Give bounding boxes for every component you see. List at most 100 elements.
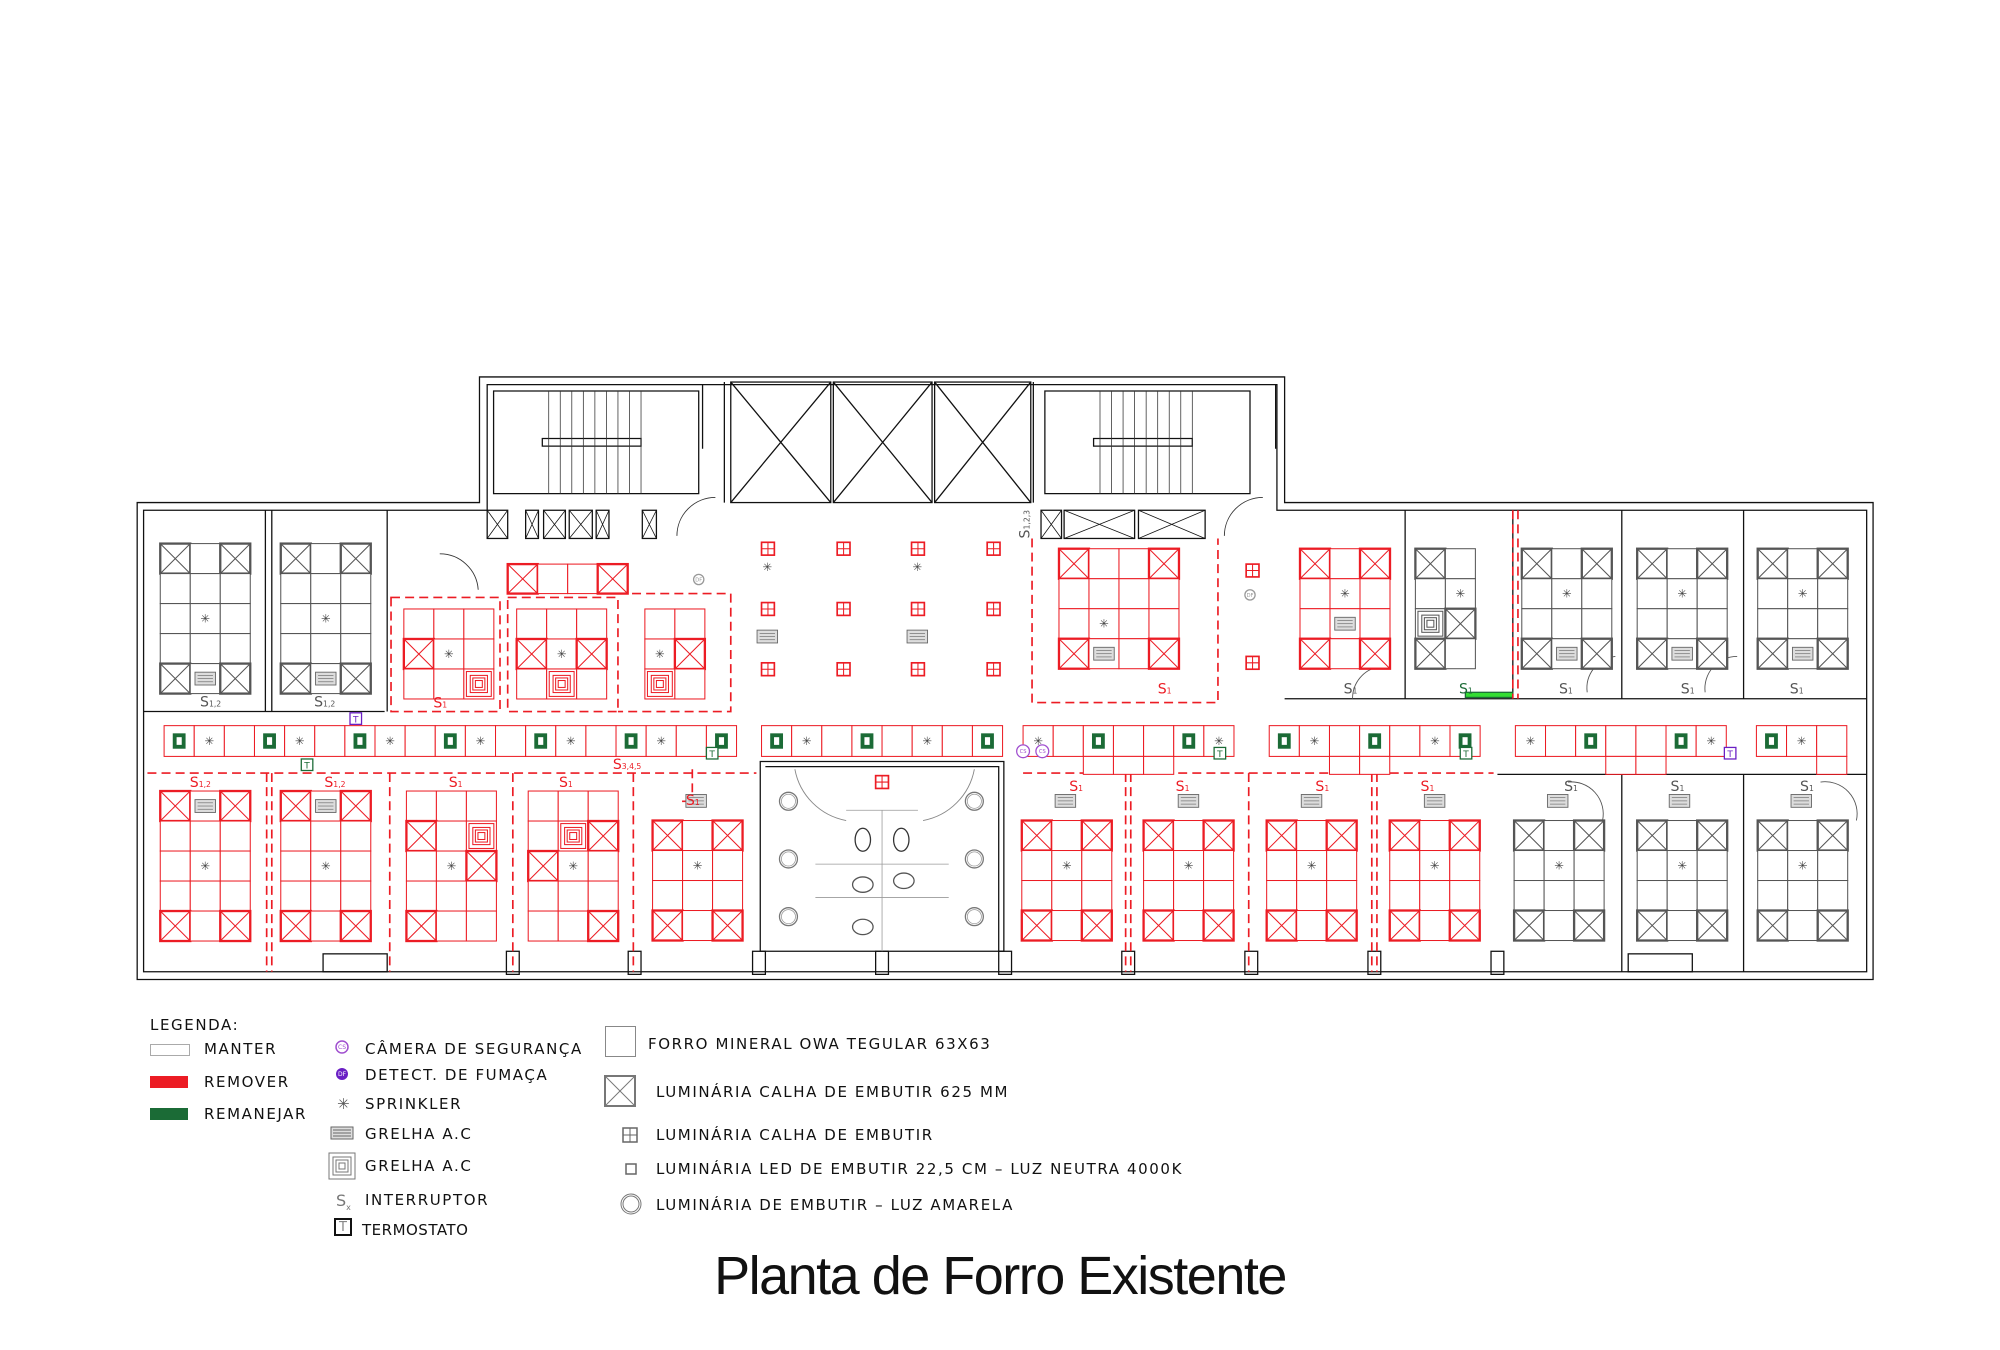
devices: CS CS DF DF xyxy=(692,573,1256,759)
ceiling-tile xyxy=(159,573,191,605)
ceiling-grid: ✳ xyxy=(402,608,495,700)
troffer-icon xyxy=(1572,909,1606,942)
led-lens xyxy=(1588,737,1594,745)
ceiling-tile xyxy=(1787,578,1819,610)
led-lens xyxy=(1186,737,1192,745)
ceiling-tile xyxy=(1817,850,1849,882)
smoke-detector-label: DF xyxy=(695,577,702,583)
ceiling-tile xyxy=(1666,879,1698,912)
shaft-box xyxy=(568,509,593,540)
green-swatch xyxy=(150,1108,188,1120)
ceiling-tile xyxy=(189,850,221,882)
ceiling-tile xyxy=(1543,879,1575,912)
ceiling-tile xyxy=(527,790,559,822)
ceiling-tile-icon xyxy=(605,1026,636,1057)
ceiling-tile xyxy=(527,910,559,942)
round-downlight-icon xyxy=(778,849,799,869)
troffer-x xyxy=(280,790,312,822)
ceiling-tile xyxy=(645,725,677,757)
door-swing xyxy=(1820,781,1858,821)
ceiling-tile xyxy=(516,668,548,700)
ceiling-tile xyxy=(1581,608,1613,640)
troffer-x xyxy=(159,910,191,942)
ceiling-tile xyxy=(1695,725,1727,757)
switch-label: S1,2 xyxy=(190,775,211,791)
ceiling-tile xyxy=(310,910,342,942)
troffer-x xyxy=(1817,638,1849,670)
troffer-x xyxy=(219,790,251,822)
elevator-shaft xyxy=(933,381,1032,504)
ceiling-tile xyxy=(1326,879,1358,912)
shaft-x xyxy=(486,510,509,539)
troffer-x xyxy=(1581,638,1613,670)
troffer-x xyxy=(280,663,312,694)
ceiling-tile xyxy=(1757,879,1789,912)
square-diffuser-icon xyxy=(474,829,488,843)
troffer-x xyxy=(1021,910,1053,941)
troffer-x xyxy=(1148,638,1180,670)
ceiling-tile xyxy=(1787,820,1819,852)
ceiling-grid: ✳ xyxy=(405,790,498,943)
troffer-icon xyxy=(219,909,252,943)
ceiling-tile xyxy=(1551,548,1583,580)
switch-label: S1 xyxy=(1069,779,1083,795)
sprinkler-icon: ✳ xyxy=(1677,858,1687,872)
troffer-x xyxy=(1359,548,1391,580)
troffer-x xyxy=(507,563,539,594)
shaft-x xyxy=(568,510,593,539)
sprinkler-icon: ✳ xyxy=(1214,734,1224,748)
ceiling-tile xyxy=(1444,638,1476,670)
troffer-icon xyxy=(1448,909,1481,942)
ceiling-tile xyxy=(1696,608,1728,640)
square-diffuser-icon xyxy=(469,674,488,694)
ceiling-tile xyxy=(310,603,342,635)
door-swing xyxy=(794,769,847,821)
legend-label-switch: INTERRUPTOR xyxy=(365,1191,490,1209)
sprinkler-icon: ✳ xyxy=(1798,587,1808,601)
ceiling-tile xyxy=(1299,608,1331,640)
led-lens xyxy=(1281,737,1287,745)
shaft-x xyxy=(543,510,566,539)
ceiling-tile xyxy=(674,608,706,640)
ceiling-grid: ✳✳ xyxy=(1022,725,1235,757)
ceiling-tile xyxy=(404,725,436,757)
troffer-x xyxy=(219,663,251,694)
shaft-box xyxy=(525,509,540,540)
switch-label: S1 xyxy=(1459,682,1473,698)
shaft-box xyxy=(1063,509,1136,540)
ceiling-tile xyxy=(557,820,589,852)
troffer-x xyxy=(576,638,608,670)
ceiling-tile xyxy=(1058,578,1090,610)
ceiling-tile xyxy=(1118,578,1150,610)
ceiling-tile xyxy=(1635,725,1667,757)
troffer-x xyxy=(587,820,619,852)
ceiling-tile xyxy=(464,725,497,757)
sprinkler-icon: ✳ xyxy=(656,734,666,748)
ceiling-tile xyxy=(1296,910,1328,942)
led-lens xyxy=(774,737,780,745)
ceiling-tile xyxy=(1329,578,1361,610)
ceiling-tile xyxy=(555,725,587,757)
dashed-boundary xyxy=(1511,510,1519,699)
wall xyxy=(264,510,1745,712)
switch-label: S1 xyxy=(1671,779,1685,795)
troffer-cross xyxy=(987,542,1001,556)
switch-label: S1,2 xyxy=(200,694,221,710)
troffer-cross xyxy=(761,602,775,616)
ceiling-tile xyxy=(1143,755,1175,775)
legend-label-camera: CÂMERA DE SEGURANÇA xyxy=(365,1040,583,1058)
ceiling-tile xyxy=(1326,850,1358,882)
ceiling-grid: ✳ xyxy=(159,789,252,943)
sprinkler-icon: ✳ xyxy=(200,611,210,625)
ceiling-tile xyxy=(280,603,312,635)
column xyxy=(875,950,890,976)
troffer-x xyxy=(280,543,312,574)
sprinkler-icon: ✳ xyxy=(447,859,457,873)
troffer-x xyxy=(159,790,191,822)
troffer-x xyxy=(1081,910,1113,941)
ceiling-tile xyxy=(1118,548,1150,580)
ceiling-tile xyxy=(403,668,435,700)
troffer-x xyxy=(1581,548,1613,580)
sprinkler-icon: ✳ xyxy=(444,647,454,661)
